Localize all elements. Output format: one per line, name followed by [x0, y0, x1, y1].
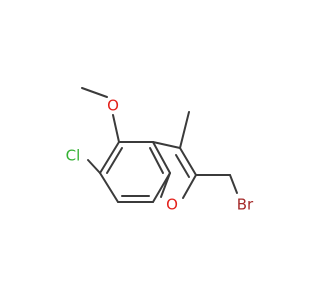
- bond-c3-c2-inner: [175, 154, 190, 178]
- ring-oxygen-label: O: [166, 196, 178, 214]
- bond-c5-c6: [99, 172, 119, 203]
- molecule-structure: O O Cl Br: [66, 87, 254, 214]
- bond-c2-o1: [182, 174, 197, 199]
- bond-ch2-br: [229, 174, 238, 194]
- bond-c3a-c3: [152, 141, 181, 149]
- methoxy-oxygen-label: O: [107, 97, 119, 115]
- bond-c5-cl: [87, 159, 101, 174]
- bond-c4-c5-inner: [106, 147, 123, 174]
- bond-o-ch3-methoxy: [81, 87, 108, 98]
- bond-c4-o-methoxy: [112, 114, 120, 143]
- chlorine-label: Cl: [66, 147, 81, 165]
- bond-c3-c2: [179, 147, 197, 176]
- bond-c4-c5: [99, 141, 120, 174]
- bond-c7a-c3a-inner: [149, 147, 164, 174]
- bond-o1-c7a: [160, 172, 171, 198]
- bond-methyl: [179, 111, 190, 149]
- bond-c7a-c3a: [152, 141, 171, 174]
- bromine-label: Br: [237, 196, 254, 214]
- molecule-canvas: O O Cl Br: [65, 87, 255, 214]
